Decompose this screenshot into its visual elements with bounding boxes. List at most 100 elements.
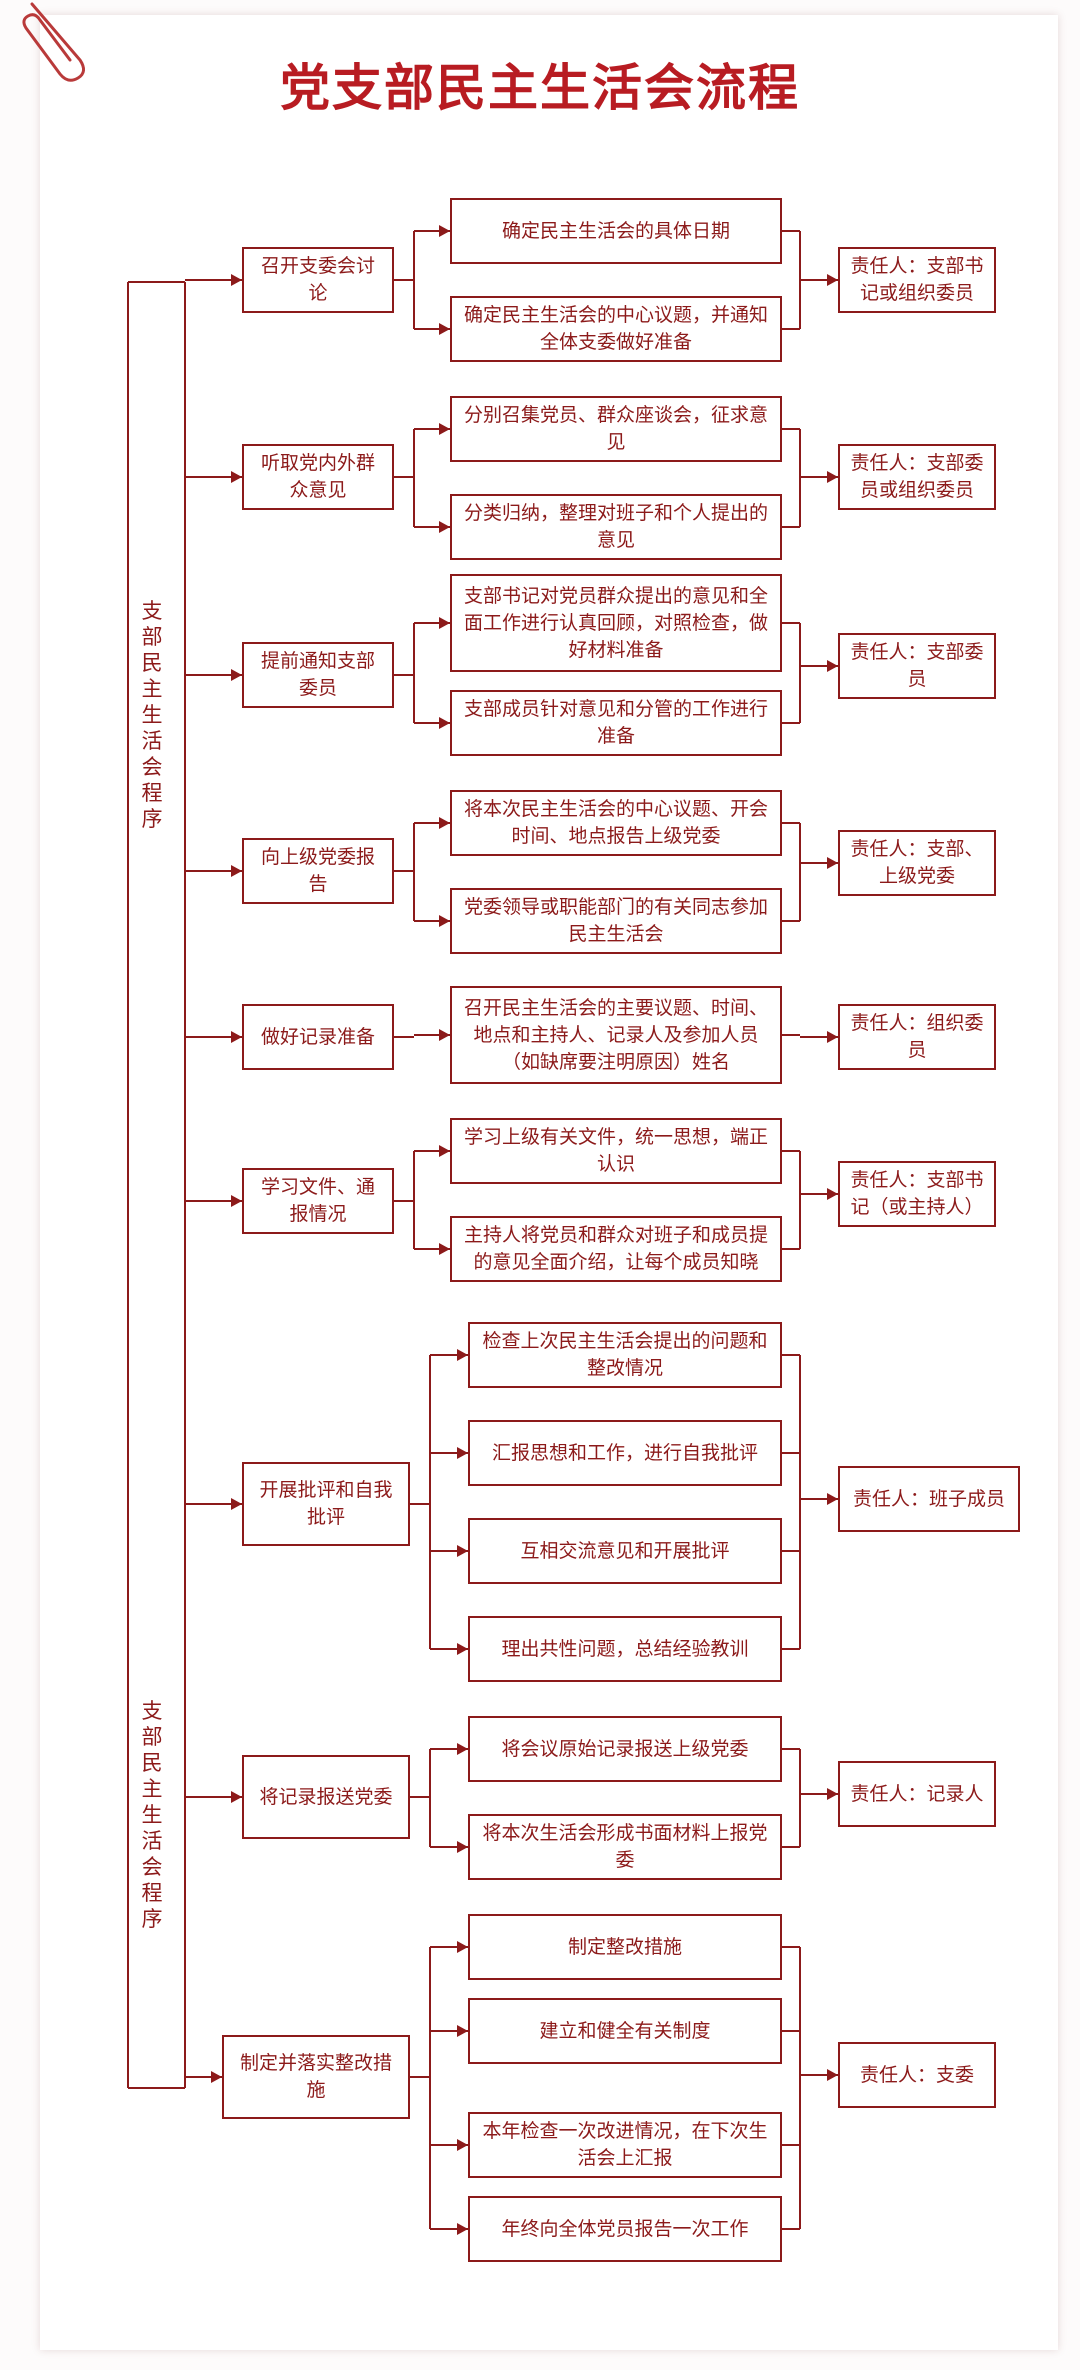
task-box-8-1-text: 将会议原始记录报送上级党委 (501, 1737, 749, 1760)
task-box-9-4: 年终向全体党员报告一次工作 (468, 2196, 782, 2262)
owner-box-7-text: 责任人：班子成员 (852, 1487, 1005, 1510)
task-box-9-3: 本年检查一次改进情况，在下次生活会上汇报 (468, 2112, 782, 2178)
stage-box-7-text: 开展批评和自我批评 (259, 1479, 393, 1528)
arrowhead-icon (827, 471, 838, 483)
stage-box-9-text: 制定并落实整改措施 (239, 2052, 392, 2101)
task-box-6-1-text: 学习上级有关文件，统一思想，端正认识 (463, 1126, 768, 1175)
task-box-1-2: 确定民主生活会的中心议题，并通知全体支委做好准备 (450, 296, 782, 362)
arrowhead-icon (439, 521, 450, 533)
arrowhead-icon (439, 617, 450, 629)
task-box-9-4-text: 年终向全体党员报告一次工作 (501, 2217, 749, 2240)
stage-box-8: 将记录报送党委 (242, 1755, 410, 1839)
paperclip-icon (22, 2, 85, 82)
stage-box-2-text: 听取党内外群众意见 (260, 452, 375, 501)
arrowhead-icon (827, 857, 838, 869)
task-box-8-2: 将本次生活会形成书面材料上报党委 (468, 1814, 782, 1880)
arrowhead-icon (211, 2071, 222, 2083)
owner-box-2: 责任人：支部委员或组织委员 (838, 444, 996, 510)
stage-box-3-text: 提前通知支部委员 (260, 650, 375, 699)
task-box-7-4-text: 理出共性问题，总结经验教训 (501, 1637, 749, 1660)
stage-box-5-text: 做好记录准备 (260, 1025, 375, 1048)
task-box-6-2-text: 主持人将党员和群众对班子和成员提的意见全面介绍，让每个成员知晓 (463, 1224, 768, 1273)
task-box-3-1-text: 支部书记对党员群众提出的意见和全面工作进行认真回顾，对照检查，做好材料准备 (463, 584, 768, 661)
owner-box-4-text: 责任人：支部、上级党委 (850, 838, 984, 887)
arrowhead-icon (231, 669, 242, 681)
task-box-2-2-text: 分类归纳，整理对班子和个人提出的意见 (463, 502, 768, 551)
task-box-7-2-text: 汇报思想和工作，进行自我批评 (491, 1441, 758, 1464)
arrowhead-icon (457, 1841, 468, 1853)
task-box-9-1: 制定整改措施 (468, 1914, 782, 1980)
task-box-9-2-text: 建立和健全有关制度 (539, 2019, 711, 2042)
task-box-7-4: 理出共性问题，总结经验教训 (468, 1616, 782, 1682)
task-box-2-1: 分别召集党员、群众座谈会，征求意见 (450, 396, 782, 462)
stage-box-2: 听取党内外群众意见 (242, 444, 394, 510)
arrowhead-icon (457, 2223, 468, 2235)
stage-box-7: 开展批评和自我批评 (242, 1462, 410, 1546)
task-box-2-2: 分类归纳，整理对班子和个人提出的意见 (450, 494, 782, 560)
arrowhead-icon (457, 1941, 468, 1953)
arrowhead-icon (439, 423, 450, 435)
arrowhead-icon (439, 717, 450, 729)
arrowhead-icon (231, 1498, 242, 1510)
arrowhead-icon (827, 1188, 838, 1200)
owner-box-1: 责任人：支部书记或组织委员 (838, 247, 996, 313)
task-box-2-1-text: 分别召集党员、群众座谈会，征求意见 (463, 404, 768, 453)
task-box-5-1-text: 召开民主生活会的主要议题、时间、地点和主持人、记录人及参加人员（如缺席要注明原因… (463, 996, 768, 1073)
task-box-1-2-text: 确定民主生活会的中心议题，并通知全体支委做好准备 (463, 304, 768, 353)
task-box-3-2-text: 支部成员针对意见和分管的工作进行准备 (463, 698, 768, 747)
stage-box-8-text: 将记录报送党委 (259, 1785, 393, 1808)
arrowhead-icon (827, 660, 838, 672)
arrowhead-icon (827, 2069, 838, 2081)
task-box-4-2-text: 党委领导或职能部门的有关同志参加民主生活会 (463, 896, 768, 945)
task-box-7-3: 互相交流意见和开展批评 (468, 1518, 782, 1584)
owner-box-6: 责任人：支部书记（或主持人） (838, 1161, 996, 1227)
owner-box-6-text: 责任人：支部书记（或主持人） (850, 1169, 984, 1218)
task-box-6-1: 学习上级有关文件，统一思想，端正认识 (450, 1118, 782, 1184)
task-box-3-2: 支部成员针对意见和分管的工作进行准备 (450, 690, 782, 756)
arrowhead-icon (439, 1029, 450, 1041)
owner-box-7: 责任人：班子成员 (838, 1466, 1020, 1532)
task-box-9-1-text: 制定整改措施 (567, 1935, 682, 1958)
task-box-4-1-text: 将本次民主生活会的中心议题、开会时间、地点报告上级党委 (463, 798, 768, 847)
owner-box-8: 责任人：记录人 (838, 1761, 996, 1827)
arrowhead-icon (231, 1791, 242, 1803)
stage-box-6-text: 学习文件、通报情况 (260, 1176, 375, 1225)
stage-box-1-text: 召开支委会讨论 (260, 255, 375, 304)
arrowhead-icon (827, 1031, 838, 1043)
stage-box-4-text: 向上级党委报告 (260, 846, 375, 895)
arrowhead-icon (457, 1349, 468, 1361)
task-box-1-1-text: 确定民主生活会的具体日期 (501, 219, 730, 242)
arrowhead-icon (457, 2025, 468, 2037)
arrowhead-icon (457, 1743, 468, 1755)
owner-box-1-text: 责任人：支部书记或组织委员 (850, 255, 984, 304)
owner-box-5: 责任人：组织委员 (838, 1004, 996, 1070)
arrowhead-icon (827, 1493, 838, 1505)
task-box-7-1-text: 检查上次民主生活会提出的问题和整改情况 (482, 1330, 768, 1379)
arrowhead-icon (457, 1447, 468, 1459)
task-box-7-1: 检查上次民主生活会提出的问题和整改情况 (468, 1322, 782, 1388)
arrowhead-icon (439, 225, 450, 237)
owner-box-9-text: 责任人：支委 (859, 2063, 974, 2086)
arrowhead-icon (439, 817, 450, 829)
owner-box-8-text: 责任人：记录人 (850, 1782, 984, 1805)
owner-box-4: 责任人：支部、上级党委 (838, 830, 996, 896)
task-box-8-2-text: 将本次生活会形成书面材料上报党委 (482, 1822, 768, 1871)
owner-box-9: 责任人：支委 (838, 2042, 996, 2108)
arrowhead-icon (457, 2139, 468, 2151)
task-box-3-1: 支部书记对党员群众提出的意见和全面工作进行认真回顾，对照检查，做好材料准备 (450, 574, 782, 672)
task-box-9-3-text: 本年检查一次改进情况，在下次生活会上汇报 (482, 2120, 768, 2169)
task-box-8-1: 将会议原始记录报送上级党委 (468, 1716, 782, 1782)
arrowhead-icon (439, 1243, 450, 1255)
arrowhead-icon (457, 1545, 468, 1557)
owner-box-5-text: 责任人：组织委员 (850, 1012, 984, 1061)
stage-box-1: 召开支委会讨论 (242, 247, 394, 313)
owner-box-3: 责任人：支部委员 (838, 633, 996, 699)
arrowhead-icon (827, 274, 838, 286)
arrowhead-icon (231, 865, 242, 877)
stage-box-9: 制定并落实整改措施 (222, 2035, 410, 2119)
task-box-4-2: 党委领导或职能部门的有关同志参加民主生活会 (450, 888, 782, 954)
arrowhead-icon (231, 274, 242, 286)
task-box-6-2: 主持人将党员和群众对班子和成员提的意见全面介绍，让每个成员知晓 (450, 1216, 782, 1282)
stage-box-6: 学习文件、通报情况 (242, 1168, 394, 1234)
